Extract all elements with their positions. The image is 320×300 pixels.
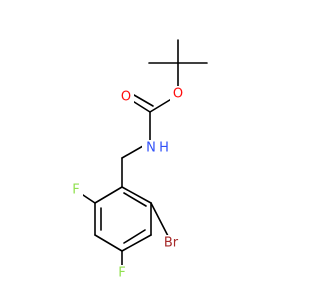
oxygen-ester-label: O	[173, 87, 183, 102]
hydrogen-label: H	[159, 141, 169, 156]
ring-bond-4	[94, 234, 123, 252]
nitrogen-label: N	[146, 141, 156, 156]
fluorine-bottom-label: F	[118, 266, 125, 281]
label-bg-fluorine-top	[69, 182, 83, 198]
label-bg-o-ester	[170, 86, 186, 102]
oxygen-carbonyl-label: O	[121, 90, 131, 105]
ring-bond-1	[121, 186, 152, 204]
label-bg-fluorine-bottom	[115, 265, 129, 281]
bond-carbonyl-double-2	[133, 94, 154, 107]
molecule-structure: O O N H F Br F	[69, 39, 208, 281]
ring-bond-6	[94, 186, 123, 204]
bond-carbonyl-double-1	[130, 99, 151, 113]
label-bg-nitrogen	[142, 140, 170, 156]
label-bg-o-carbonyl	[118, 89, 134, 105]
fluorine-top-label: F	[72, 183, 79, 198]
ring-inner-double-2	[123, 229, 146, 244]
ring-bond-3	[121, 234, 152, 252]
label-bg-bromine	[160, 235, 182, 251]
atom-labels: O O N H F Br F	[69, 86, 186, 281]
ring-inner-double-1	[123, 192, 147, 207]
bond-ring-to-bromine	[150, 202, 169, 237]
bromine-label: Br	[164, 236, 179, 251]
